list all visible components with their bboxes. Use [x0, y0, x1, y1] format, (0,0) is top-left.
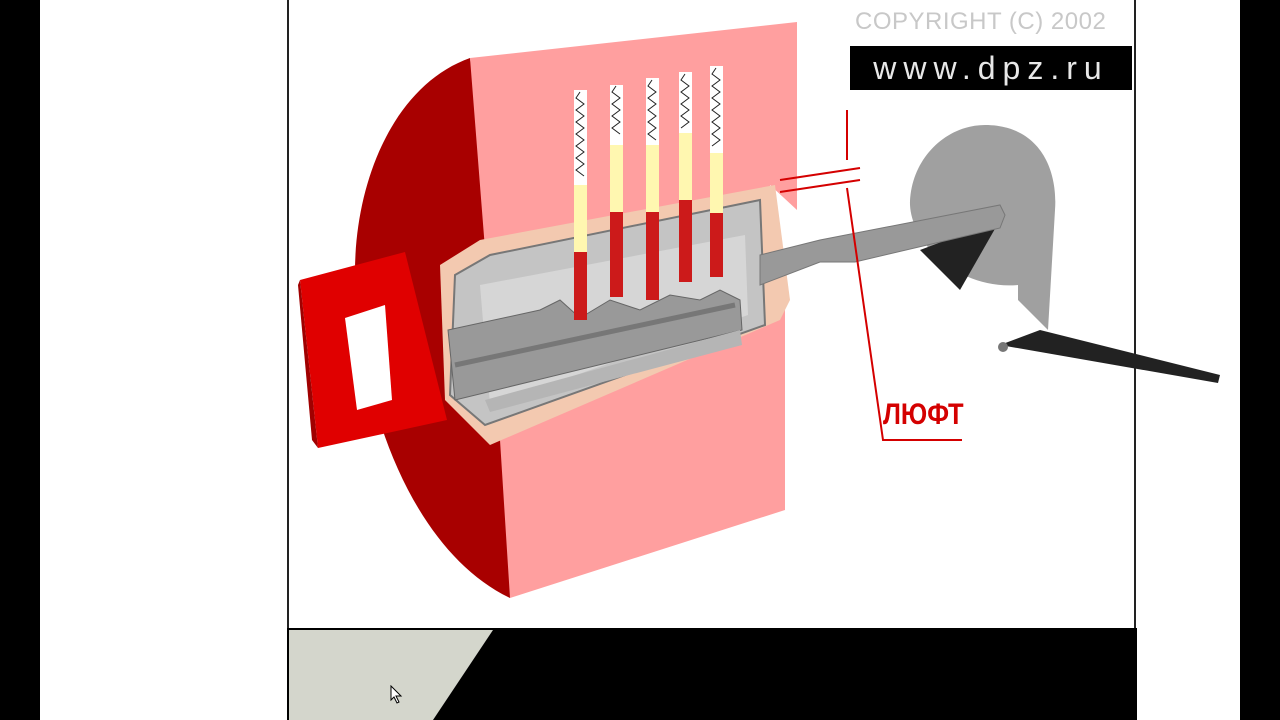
pin-4: [679, 72, 692, 282]
springs: [575, 67, 721, 177]
play-label: ЛЮФТ: [883, 398, 964, 431]
pin-1: [574, 90, 587, 320]
mouse-cursor-icon: [390, 685, 403, 704]
pin-stacks: [574, 66, 723, 320]
bottom-grey-panel: [289, 630, 493, 720]
key-bow-side: [298, 280, 318, 448]
right-letterbox: [1240, 0, 1280, 720]
key-groove: [454, 302, 736, 368]
key-lower: [485, 330, 742, 412]
key-bow-hole: [345, 305, 392, 410]
copyright-text: COPYRIGHT (C) 2002: [855, 8, 1107, 35]
wrench-bar: [759, 204, 1006, 286]
left-letterbox: [0, 0, 40, 720]
cam-shadow: [920, 220, 1000, 290]
pin-5: [710, 66, 723, 277]
pin-2: [610, 85, 623, 297]
play-annotation: [779, 110, 962, 441]
cylinder-back: [354, 58, 520, 598]
pick-handle: [1000, 330, 1220, 383]
website-url: www.dpz.ru: [850, 46, 1132, 90]
